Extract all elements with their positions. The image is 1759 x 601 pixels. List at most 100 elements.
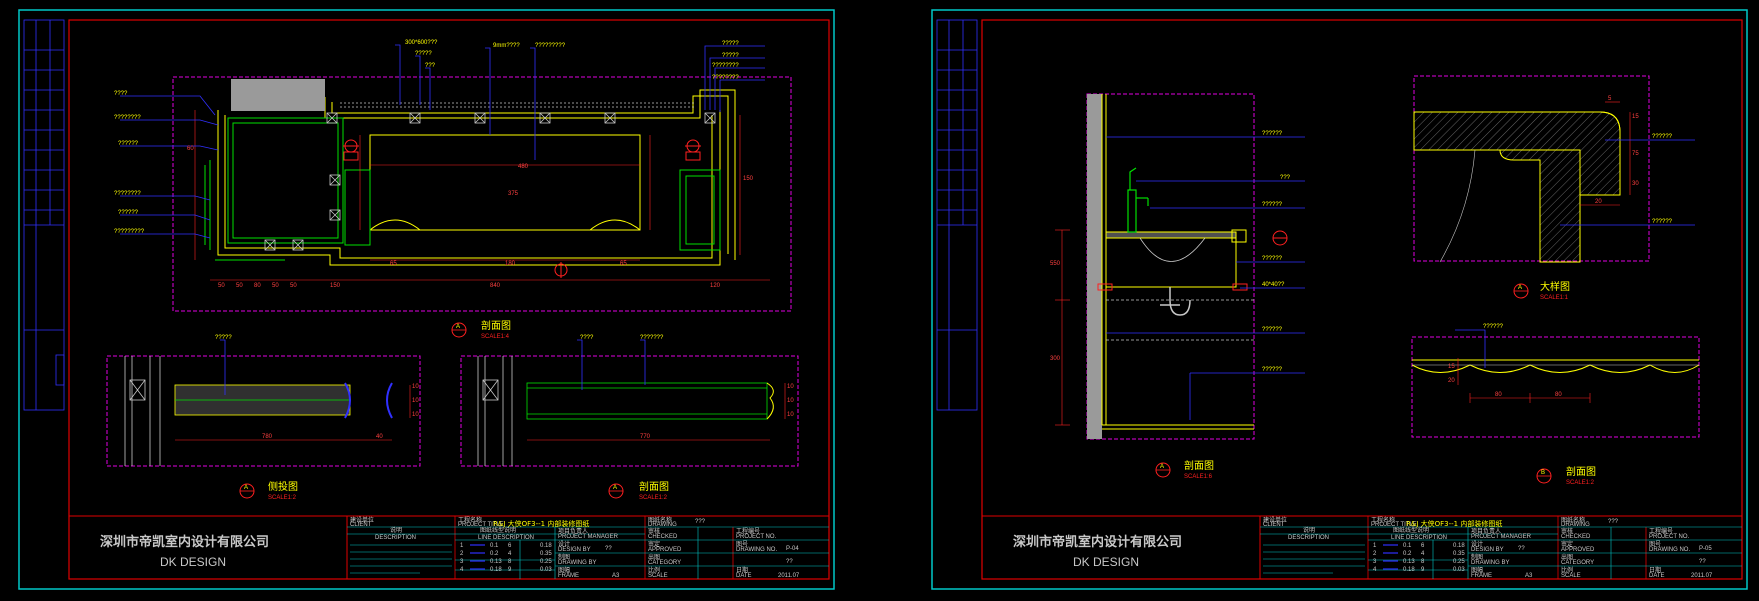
view-title-detail: A 大样图 SCALE1:1: [1513, 280, 1570, 301]
drawing-text: 侧投图: [268, 480, 298, 493]
drawing-text: 日期: [1649, 566, 1661, 574]
plan-dimensions: 50 50 80 50 50 150 65 840 65 120 480 180…: [187, 146, 754, 289]
drawing-text: DRAWING BY: [1471, 560, 1509, 566]
drawing-text: 审核: [648, 527, 660, 535]
callout-label: ?????: [722, 53, 739, 59]
drawing-text: 制图: [1471, 553, 1483, 561]
drawing-text: A: [1160, 464, 1164, 470]
view-title-side: A 侧投图 SCALE1:2: [239, 480, 298, 501]
dim-text: 375: [508, 191, 519, 197]
callout-label: ??????: [1262, 256, 1283, 262]
view-boundary: [172, 76, 792, 312]
drawing-text: 4: [460, 567, 464, 573]
drawing-text: LINE DESCRIPTION: [1391, 535, 1447, 541]
drawing-text: PROJECT TITLE: [1371, 522, 1417, 528]
callout-label: ????????: [712, 63, 739, 69]
drawing-text: APPROVED: [1561, 547, 1595, 553]
drawing-text: 审定: [648, 540, 660, 548]
drawing-text: PROJECT NO.: [1649, 534, 1690, 540]
drawing-text: P-04: [786, 546, 799, 552]
drawing-text: 审定: [1561, 540, 1573, 548]
drawing-text: 0.18: [1453, 543, 1465, 549]
dim-text: 780: [262, 434, 273, 440]
dim-text: 60: [187, 146, 194, 152]
drawing-text: DATE: [1649, 573, 1665, 579]
dim-text: 65: [620, 261, 627, 267]
drawing-text: 建设单位: [1263, 516, 1287, 524]
drawing-text: CHECKED: [648, 534, 678, 540]
callout-label: ???????: [640, 335, 664, 341]
drawing-text: SCALE1:1: [1540, 295, 1569, 301]
sheet-frame: [68, 19, 830, 580]
drawing-text: SCALE: [1561, 573, 1581, 579]
drawing-text: 0.25: [1453, 559, 1465, 565]
drawing-text: DESCRIPTION: [1288, 535, 1329, 541]
drawing-text: 0.18: [540, 543, 552, 549]
drawing-text: SCALE: [648, 573, 668, 579]
dim-text: 150: [743, 176, 754, 182]
drawing-text: DESCRIPTION: [375, 535, 416, 541]
drawing-text: DRAWING NO.: [1649, 547, 1690, 553]
drawing-text: ??: [786, 559, 793, 565]
vertical-section-view: 550 300 ?????? ??? ?????? ?????? 40*40??…: [1050, 93, 1305, 480]
drawing-text: 出图: [1561, 553, 1573, 561]
drawing-text: 2011.07: [778, 573, 800, 579]
drawing-text: 比例: [648, 566, 660, 574]
dim-text: 50: [272, 283, 279, 289]
drawing-text: 1: [1373, 543, 1377, 549]
drawing-text: DRAWING BY: [558, 560, 596, 566]
left-margin-strip: [936, 19, 978, 411]
drawing-text: 图纸名称: [1561, 516, 1585, 524]
left-margin-strip: [23, 19, 65, 411]
dim-text: 10: [787, 384, 794, 390]
drawing-text: A3: [612, 573, 620, 579]
drawing-text: 图幅: [558, 566, 570, 574]
dim-text: 5: [1608, 96, 1612, 102]
drawing-text: 0.03: [540, 567, 552, 573]
drawing-text: ???: [1608, 519, 1619, 525]
dim-text: 50: [290, 283, 297, 289]
dim-text: 10: [412, 384, 419, 390]
dim-text: 75: [1632, 151, 1639, 157]
company-name-en: DK DESIGN: [160, 555, 226, 569]
drawing-text: A3: [1525, 573, 1533, 579]
drawing-text: FRAME: [558, 573, 579, 579]
sheet-p04: ???? ???????? ?????? ???????? ?????? ???…: [18, 9, 835, 590]
drawing-text: 8: [1421, 559, 1425, 565]
dim-text: 480: [518, 164, 529, 170]
drawing-text: 制图: [558, 553, 570, 561]
drawing-text: 图纸名称: [648, 516, 672, 524]
drawing-text: 0.2: [1403, 551, 1412, 557]
plan-callouts: ???? ???????? ?????? ???????? ?????? ???…: [114, 40, 739, 235]
drawing-text: R&J 大侠OF3--1 内部装修图纸: [493, 519, 589, 528]
title-block: 深圳市帝凯室内设计有限公司 DK DESIGN 建设单位 CLIENT 说明 D…: [69, 515, 829, 579]
drawing-text: R&J 大侠OF3--1 内部装修图纸: [1406, 519, 1502, 528]
drawing-text: 项目负责人: [558, 527, 588, 535]
view-title-molding: B 剖面图 SCALE1:2: [1536, 465, 1596, 486]
drawing-text: 审核: [1561, 527, 1573, 535]
drawing-text: 工程名称: [458, 516, 482, 524]
callout-label: ?????????: [114, 229, 145, 235]
callout-label: ?????: [722, 41, 739, 47]
drawing-text: SCALE1:2: [639, 495, 668, 501]
drawing-text: 建设单位: [350, 516, 374, 524]
drawing-text: 2: [1373, 551, 1377, 557]
drawing-text: ??: [1699, 559, 1706, 565]
drawing-text: 工程名称: [1371, 516, 1395, 524]
drawing-text: 0.13: [1403, 559, 1415, 565]
callout-label: ??????: [1262, 202, 1283, 208]
dim-text: 150: [330, 283, 341, 289]
drawing-text: PROJECT TITLE: [458, 522, 504, 528]
drawing-text: 图号: [1649, 541, 1661, 548]
callout-label: ???: [1280, 175, 1291, 181]
dim-text: 10: [787, 398, 794, 404]
drawing-text: 9: [1421, 567, 1425, 573]
callout-label: ?????: [215, 335, 232, 341]
drawing-text: A: [1518, 285, 1522, 291]
callout-label: ????: [114, 91, 128, 97]
molding-profile-view: ?????? 15 80 80 20 B 剖面图 SCALE1:2: [1411, 324, 1700, 486]
line-weight-table: 1 0.1 6 0.18 2 0.2 4 0.35 3 0.13 8 0.25 …: [1373, 543, 1465, 573]
drawing-text: ??: [1518, 546, 1525, 552]
line-weight-table: 1 0.1 6 0.18 2 0.2 4 0.35 3 0.13 8 0.25 …: [460, 543, 552, 573]
